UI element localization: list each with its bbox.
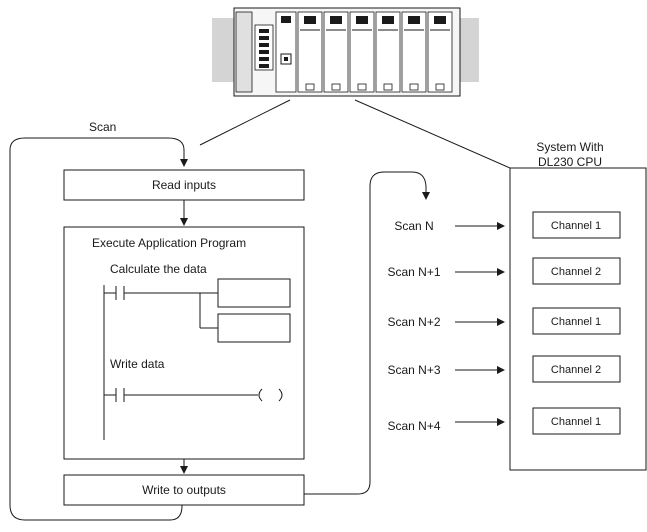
read-inputs-label: Read inputs	[152, 178, 216, 192]
write-outputs-label: Write to outputs	[142, 483, 226, 497]
scan-label: Scan	[89, 120, 116, 134]
scan-row: Scan N+3 Channel 2	[387, 355, 621, 383]
function-box-2	[217, 313, 291, 343]
channel-box	[532, 257, 621, 285]
write-data-label: Write data	[110, 357, 165, 371]
scan-row-label: Scan N+1	[387, 265, 440, 279]
channel-label: Channel 2	[551, 364, 601, 376]
outputs-to-scan-connector	[304, 171, 430, 495]
callout-line-left	[199, 99, 291, 146]
write-outputs-box	[63, 474, 305, 506]
io-module-3	[349, 11, 375, 93]
scan-row-label: Scan N+4	[387, 419, 440, 433]
plc-base-illustration	[212, 7, 479, 97]
scan-row: Scan N Channel 1	[394, 211, 621, 239]
io-module-4	[375, 11, 401, 93]
coil-left-arc	[258, 388, 263, 402]
function-box-1	[217, 278, 291, 308]
scan-row-label: Scan N+2	[387, 315, 440, 329]
read-inputs-box	[63, 169, 305, 201]
cpu-module	[275, 11, 297, 93]
scan-row: Scan N+2 Channel 1	[387, 307, 621, 335]
channel-label: Channel 2	[551, 266, 601, 278]
callout-line-right	[354, 99, 511, 169]
ladder-logic	[103, 278, 291, 440]
io-module-2	[323, 11, 349, 93]
ladder-output-rung	[104, 388, 283, 402]
channel-box	[532, 355, 621, 383]
calculate-data-label: Calculate the data	[110, 262, 207, 276]
io-module-6	[427, 11, 453, 93]
scan-row: Scan N+1 Channel 2	[387, 257, 621, 285]
execute-program-label: Execute Application Program	[92, 236, 246, 250]
channel-label: Channel 1	[551, 316, 601, 328]
channel-box	[532, 211, 621, 239]
system-label-line1: System With	[536, 140, 603, 154]
system-label-line2: DL230 CPU	[538, 155, 602, 169]
scan-loop-arrow	[9, 137, 184, 521]
scan-row-label: Scan N	[394, 219, 433, 233]
scan-row-label: Scan N+3	[387, 363, 440, 377]
channel-label: Channel 1	[551, 416, 601, 428]
io-module-5	[401, 11, 427, 93]
scan-row: Scan N+4 Channel 1	[387, 407, 621, 435]
io-module-1	[297, 11, 323, 93]
channel-box	[532, 307, 621, 335]
channel-box	[532, 407, 621, 435]
channel-label: Channel 1	[551, 220, 601, 232]
coil-right-arc	[278, 388, 283, 402]
